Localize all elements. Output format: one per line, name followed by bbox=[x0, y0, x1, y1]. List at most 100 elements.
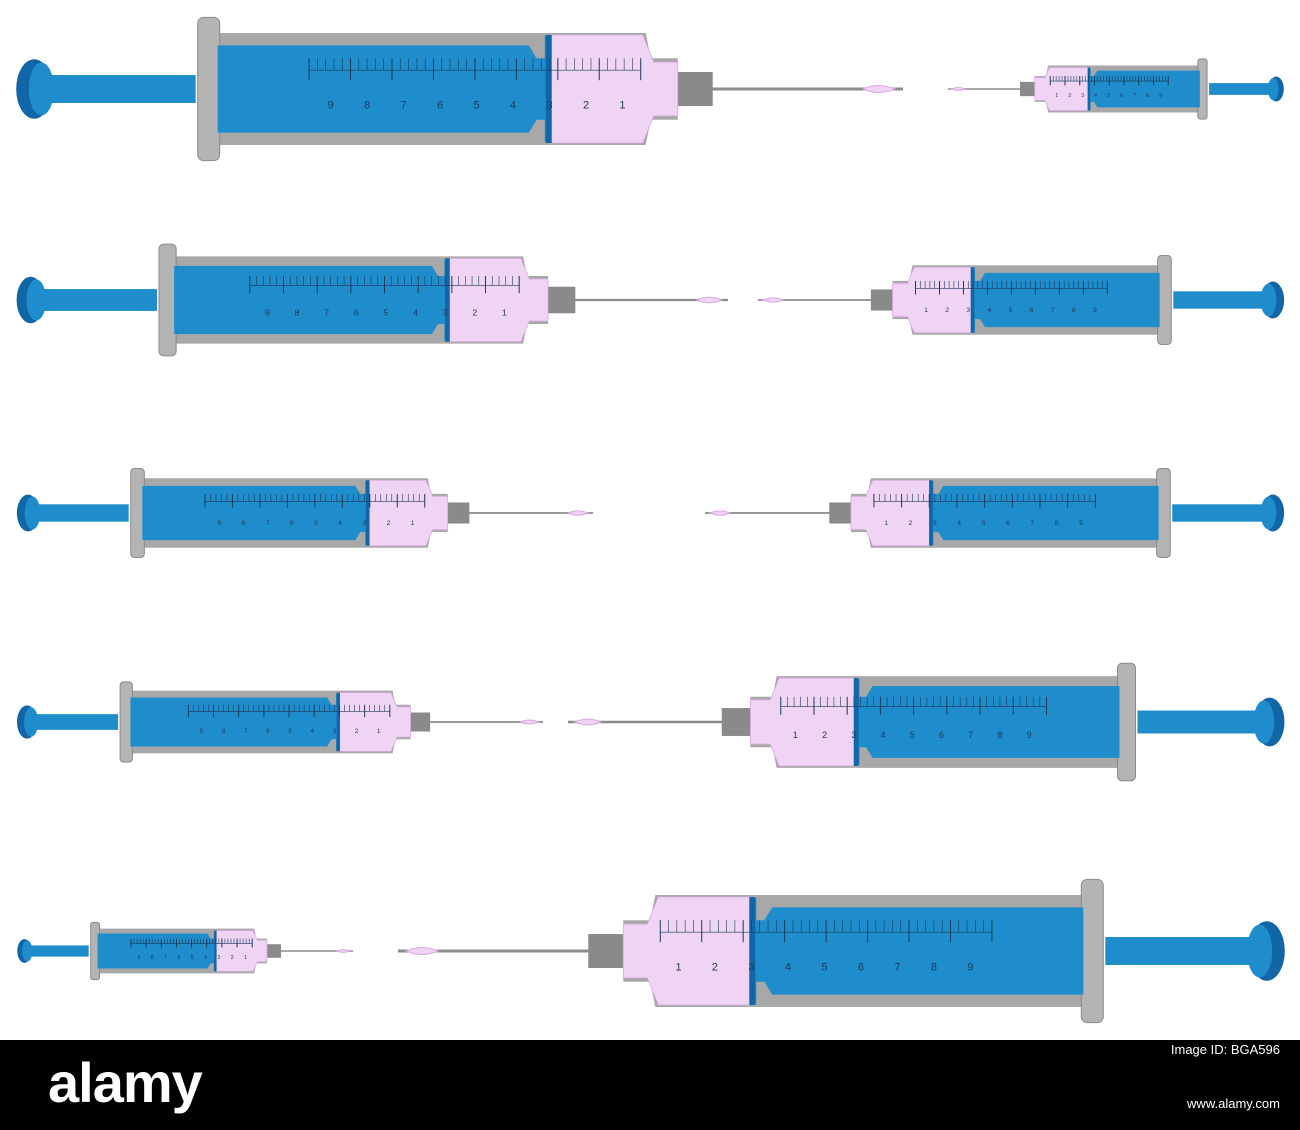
scale-number: 6 bbox=[1030, 307, 1034, 314]
needle-hub bbox=[722, 708, 751, 736]
scale-number: 9 bbox=[1027, 730, 1032, 740]
scale-number: 6 bbox=[177, 955, 180, 961]
scale-number: 7 bbox=[1051, 307, 1055, 314]
syringe-row4-left bbox=[17, 682, 543, 762]
scale-number: 9 bbox=[137, 955, 140, 961]
liquid-drop bbox=[710, 511, 730, 515]
scale-number: 8 bbox=[1072, 307, 1076, 314]
needle-hub bbox=[829, 502, 851, 523]
scale-number: 2 bbox=[945, 307, 949, 314]
watermark-footer: alamy Image ID: BGA596 www.alamy.com bbox=[0, 1040, 1300, 1130]
scale-number: 1 bbox=[619, 100, 625, 112]
scale-number: 2 bbox=[472, 307, 477, 317]
scale-number: 6 bbox=[858, 962, 864, 974]
syringe-row3-right bbox=[705, 469, 1284, 558]
plunger-body bbox=[218, 36, 551, 142]
plunger-cap-face bbox=[29, 63, 54, 116]
scale-number: 2 bbox=[583, 100, 589, 112]
scale-number: 7 bbox=[1030, 520, 1034, 527]
scale-number: 3 bbox=[851, 730, 856, 740]
plunger-body bbox=[174, 259, 449, 340]
needle-hub bbox=[871, 289, 893, 310]
piston-seal bbox=[1088, 67, 1091, 110]
scale-number: 4 bbox=[881, 730, 886, 740]
scale-number: 5 bbox=[314, 520, 318, 527]
scale-number: 8 bbox=[1146, 93, 1149, 99]
piston-seal bbox=[337, 693, 340, 752]
liquid bbox=[369, 480, 448, 545]
scale-number: 3 bbox=[217, 955, 220, 961]
scale-number: 1 bbox=[793, 730, 798, 740]
scale-number: 9 bbox=[1093, 307, 1097, 314]
scale-number: 2 bbox=[712, 962, 718, 974]
plunger-cap-face bbox=[1261, 284, 1277, 317]
scale-number: 8 bbox=[1055, 520, 1059, 527]
scale-number: 4 bbox=[204, 955, 207, 961]
scale-number: 8 bbox=[364, 100, 370, 112]
needle-hub bbox=[548, 287, 575, 314]
scale-number: 7 bbox=[401, 100, 407, 112]
scale-number: 1 bbox=[924, 307, 928, 314]
finger-flange bbox=[1158, 256, 1172, 345]
scale-number: 6 bbox=[266, 728, 270, 735]
liquid-drop bbox=[337, 950, 350, 953]
finger-flange bbox=[159, 244, 176, 356]
scale-number: 1 bbox=[884, 520, 888, 527]
scale-number: 5 bbox=[288, 728, 292, 735]
liquid-drop bbox=[568, 511, 588, 515]
scale-number: 2 bbox=[355, 728, 359, 735]
scale-number: 4 bbox=[785, 962, 791, 974]
scale-number: 9 bbox=[217, 520, 221, 527]
needle-hub bbox=[588, 934, 623, 968]
syringe-row5-right bbox=[398, 879, 1285, 1022]
scale-number: 5 bbox=[910, 730, 915, 740]
plunger-body bbox=[971, 268, 1159, 331]
scale-number: 7 bbox=[1133, 93, 1136, 99]
scale-number: 4 bbox=[987, 307, 991, 314]
scale-number: 3 bbox=[443, 307, 448, 317]
syringe-row1-left bbox=[16, 17, 903, 160]
plunger-body bbox=[98, 932, 217, 971]
scale-number: 1 bbox=[377, 728, 381, 735]
plunger-cap-face bbox=[1253, 700, 1274, 743]
scale-number: 5 bbox=[821, 962, 827, 974]
plunger-cap-face bbox=[24, 707, 38, 737]
finger-flange bbox=[1157, 469, 1171, 558]
liquid bbox=[216, 931, 267, 972]
scale-number: 3 bbox=[933, 520, 937, 527]
plunger-body bbox=[142, 481, 369, 544]
plunger-cap-face bbox=[22, 940, 32, 961]
plunger-cap-face bbox=[1261, 497, 1277, 530]
piston-seal bbox=[546, 35, 552, 143]
scale-number: 3 bbox=[1081, 93, 1084, 99]
scale-number: 8 bbox=[931, 962, 937, 974]
finger-flange bbox=[198, 17, 220, 160]
scale-number: 3 bbox=[966, 307, 970, 314]
needle-hub bbox=[678, 72, 713, 106]
scale-number: 6 bbox=[437, 100, 443, 112]
scale-number: 2 bbox=[231, 955, 234, 961]
scale-number: 5 bbox=[383, 307, 388, 317]
liquid bbox=[750, 678, 854, 766]
scale-number: 1 bbox=[244, 955, 247, 961]
piston-seal bbox=[749, 897, 755, 1005]
liquid bbox=[1035, 67, 1088, 110]
alamy-logo: alamy bbox=[48, 1050, 202, 1116]
scale-number: 1 bbox=[1055, 93, 1058, 99]
liquid-drop bbox=[521, 720, 539, 724]
scale-number: 5 bbox=[1009, 307, 1013, 314]
scale-number: 7 bbox=[266, 520, 270, 527]
scale-number: 5 bbox=[982, 520, 986, 527]
scale-number: 9 bbox=[265, 307, 270, 317]
syringe-row2-left bbox=[17, 244, 728, 356]
syringe-row1-right bbox=[948, 59, 1284, 119]
syringe-row5-left bbox=[17, 922, 353, 979]
piston-seal bbox=[854, 678, 859, 766]
scale-number: 9 bbox=[200, 728, 204, 735]
scale-number: 6 bbox=[354, 307, 359, 317]
scale-number: 7 bbox=[244, 728, 248, 735]
plunger-body bbox=[1088, 68, 1200, 109]
plunger-body bbox=[750, 898, 1083, 1004]
syringe-illustration: 1234567891234567891234567891234567891234… bbox=[0, 0, 1300, 1040]
scale-number: 6 bbox=[939, 730, 944, 740]
